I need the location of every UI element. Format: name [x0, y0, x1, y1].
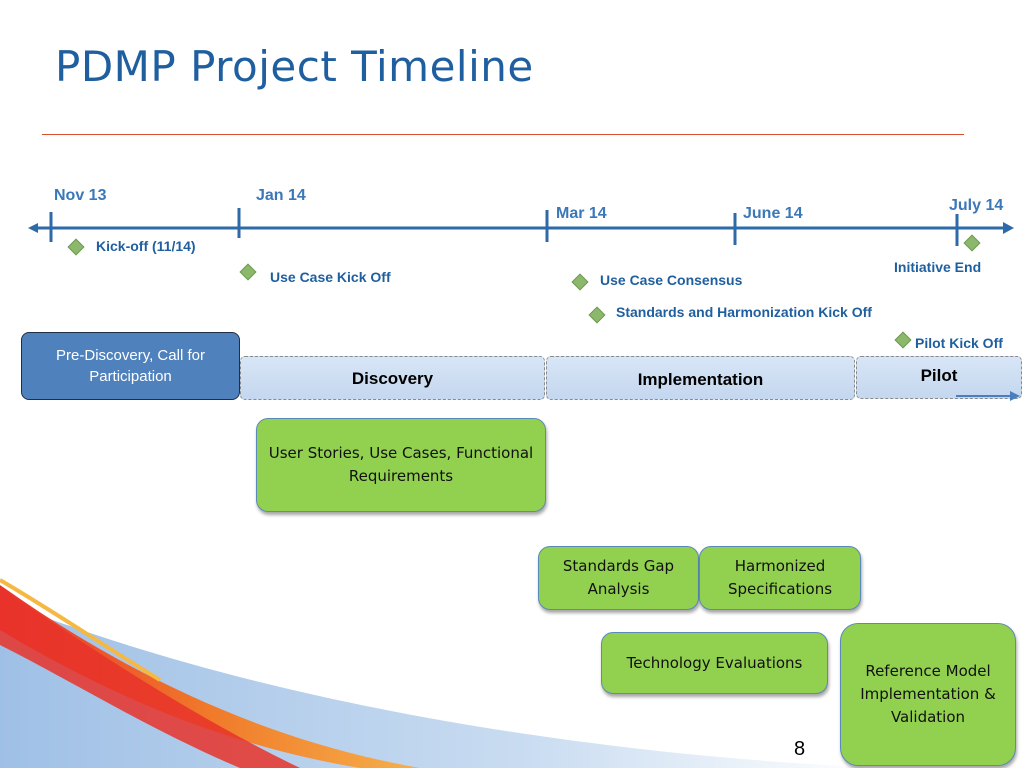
date-july-14: July 14 — [949, 197, 1004, 214]
date-nov-13: Nov 13 — [54, 187, 107, 204]
activity-standards-gap-analysis: Standards Gap Analysis — [538, 546, 699, 610]
milestone-use-case-kickoff: Use Case Kick Off — [270, 269, 391, 285]
activity-reference-model: Reference Model Implementation & Validat… — [840, 623, 1016, 766]
decorative-swoosh — [0, 578, 880, 768]
activity-user-stories: User Stories, Use Cases, Functional Requ… — [256, 418, 546, 512]
date-mar-14: Mar 14 — [556, 205, 607, 222]
phase-pilot: Pilot — [856, 356, 1022, 399]
timeline-axis — [28, 208, 1014, 246]
arrow-right-icon — [956, 391, 1020, 401]
milestone-kickoff: Kick-off (11/14) — [96, 238, 196, 254]
milestone-use-case-consensus: Use Case Consensus — [600, 272, 743, 288]
date-june-14: June 14 — [743, 205, 803, 222]
phase-discovery: Discovery — [240, 356, 545, 400]
phase-pilot-label: Pilot — [920, 365, 958, 385]
milestone-initiative-end: Initiative End — [894, 259, 982, 275]
phase-implementation-label: Implementation — [637, 370, 764, 389]
phase-discovery-label: Discovery — [351, 369, 434, 388]
milestone-diamond-icon — [894, 331, 912, 349]
phase-implementation: Implementation — [546, 356, 855, 400]
activity-harmonized-specifications: Harmonized Specifications — [699, 546, 861, 610]
title-divider — [42, 134, 964, 135]
slide-title: PDMP Project Timeline — [55, 42, 534, 91]
page-number: 8 — [794, 738, 806, 760]
phase-pre-discovery: Pre-Discovery, Call for Participation — [21, 332, 240, 400]
milestone-diamond-icon — [588, 306, 606, 324]
milestone-pilot-kickoff: Pilot Kick Off — [915, 335, 1003, 351]
date-jan-14: Jan 14 — [256, 187, 306, 204]
milestone-standards-kickoff: Standards and Harmonization Kick Off — [616, 304, 872, 320]
activity-technology-evaluations: Technology Evaluations — [601, 632, 828, 694]
